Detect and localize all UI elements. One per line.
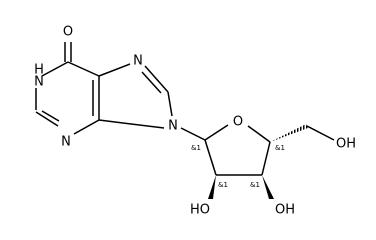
n1-hydrogen-label: H — [34, 63, 44, 78]
carbonyl-oxygen-label: O — [63, 25, 73, 40]
bond-o4prime-c4prime — [247, 125, 271, 143]
primary-hydroxyl-label: OH — [336, 137, 356, 152]
n3-label: N — [61, 135, 71, 150]
bond-c2prime-o2prime-wedge — [208, 175, 216, 199]
bond-n7-c8 — [144, 65, 169, 93]
ring-oxygen-label: O — [233, 115, 243, 130]
bond-n9-c4 — [98, 119, 165, 129]
stereo-label-c3prime: &1 — [250, 181, 260, 189]
hydroxyl-2-label: HO — [190, 203, 210, 218]
bond-c5-n7 — [98, 63, 131, 77]
n1-label: N — [34, 75, 44, 90]
stereo-label-c1prime: &1 — [191, 144, 201, 152]
bond-c2prime-c1prime — [204, 139, 217, 176]
pyrimidine-ring — [35, 42, 100, 135]
bond-c5prime-o5prime — [306, 125, 335, 141]
bond-c5-c6 — [67, 61, 100, 77]
ribose-ring — [180, 124, 335, 199]
imidazole-ring — [98, 63, 173, 129]
bond-c3prime-o3prime-wedge — [262, 175, 274, 199]
bond-c6-n1 — [41, 61, 69, 77]
bond-n3-c4 — [73, 119, 100, 135]
bond-c4prime-c3prime — [261, 141, 271, 176]
n7-label: N — [133, 54, 143, 69]
stereo-label-c2prime: &1 — [218, 181, 228, 189]
bond-c2-n3-double — [41, 110, 60, 122]
bond-c4prime-c5prime-hashed — [270, 124, 308, 142]
n9-label: N — [168, 119, 178, 134]
hydroxyl-3-label: OH — [275, 203, 295, 218]
stereo-label-c4prime: &1 — [275, 144, 285, 152]
bond-c8-n9 — [167, 91, 173, 117]
bond-n9-c1prime — [180, 127, 206, 141]
bond-n7-c8-double — [141, 71, 162, 94]
bond-c1prime-o4prime — [204, 124, 229, 141]
bond-c2-n3 — [35, 111, 59, 127]
